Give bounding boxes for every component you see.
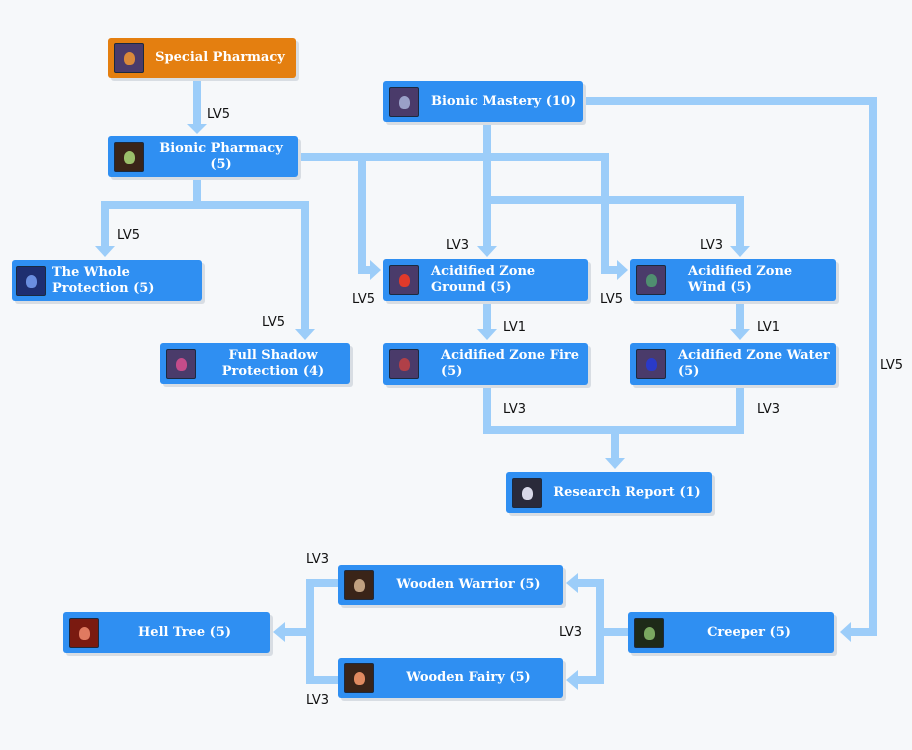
creeper-icon (634, 617, 664, 648)
requirement-label: LV3 (446, 238, 469, 253)
wooden-fairy-icon (344, 663, 374, 693)
arrow-down (477, 246, 497, 257)
connector (583, 97, 877, 636)
arrow-down (295, 329, 315, 340)
connector (487, 196, 744, 248)
requirement-label: LV5 (352, 292, 375, 307)
skill-acidified-zone-ground[interactable]: Acidified Zone Ground (5) (383, 259, 588, 301)
blue-potion-icon (636, 349, 666, 379)
skill-hell-tree[interactable]: Hell Tree (5) (63, 612, 270, 653)
arrow-left (840, 622, 851, 642)
shield-potion-icon (16, 265, 46, 296)
requirement-label: LV1 (757, 320, 780, 335)
skill-research-report[interactable]: Research Report (1) (506, 472, 712, 513)
requirement-label: LV5 (600, 292, 623, 307)
arrow-down (605, 458, 625, 469)
skill-bionic-mastery[interactable]: Bionic Mastery (10) (383, 81, 583, 122)
red-potion-icon (389, 265, 419, 295)
requirement-label: LV3 (700, 238, 723, 253)
requirement-label: LV3 (306, 552, 329, 567)
fire-potion-icon (389, 349, 419, 379)
skill-wooden-fairy[interactable]: Wooden Fairy (5) (338, 658, 563, 698)
requirement-label: LV3 (306, 693, 329, 708)
skill-wooden-warrior[interactable]: Wooden Warrior (5) (338, 565, 563, 605)
requirement-label: LV5 (117, 228, 140, 243)
requirement-label: LV3 (757, 402, 780, 417)
skill-acidified-zone-wind[interactable]: Acidified Zone Wind (5) (630, 259, 836, 301)
requirement-label: LV5 (880, 358, 903, 373)
web-icon (389, 86, 419, 117)
pharmacy-icon (114, 43, 144, 73)
hell-tree-icon (69, 617, 99, 648)
requirement-label: LV1 (503, 320, 526, 335)
skill-acidified-zone-fire[interactable]: Acidified Zone Fire (5) (383, 343, 588, 385)
arrow-left (566, 670, 578, 690)
connector (197, 201, 309, 331)
wooden-warrior-icon (344, 570, 374, 600)
connector (577, 579, 628, 636)
leaves-icon (114, 141, 144, 172)
requirement-label: LV3 (503, 402, 526, 417)
requirement-label: LV5 (262, 315, 285, 330)
arrow-right (370, 260, 381, 280)
arrow-down (477, 329, 497, 340)
arrow-left (566, 573, 578, 593)
arrow-left (273, 622, 285, 642)
skill-whole-protection[interactable]: The Whole Protection (5) (12, 260, 202, 301)
connector (101, 177, 201, 248)
green-potion-icon (636, 265, 666, 295)
arrow-down (95, 246, 115, 257)
arrow-down (187, 124, 207, 134)
arrow-right (617, 260, 628, 280)
skill-full-shadow-protection[interactable]: Full Shadow Protection (4) (160, 343, 350, 384)
requirement-label: LV5 (207, 107, 230, 122)
skill-creeper[interactable]: Creeper (5) (628, 612, 834, 653)
connector (358, 157, 371, 274)
shadow-potion-icon (166, 348, 196, 379)
connector (306, 579, 338, 684)
skill-bionic-pharmacy[interactable]: Bionic Pharmacy (5) (108, 136, 298, 177)
skill-special-pharmacy[interactable]: Special Pharmacy (108, 38, 296, 78)
skill-acidified-zone-water[interactable]: Acidified Zone Water (5) (630, 343, 836, 385)
arrow-down (730, 246, 750, 257)
arrow-down (730, 329, 750, 340)
connector (577, 632, 604, 684)
connector (298, 153, 618, 274)
report-icon (512, 477, 542, 508)
requirement-label: LV3 (559, 625, 582, 640)
